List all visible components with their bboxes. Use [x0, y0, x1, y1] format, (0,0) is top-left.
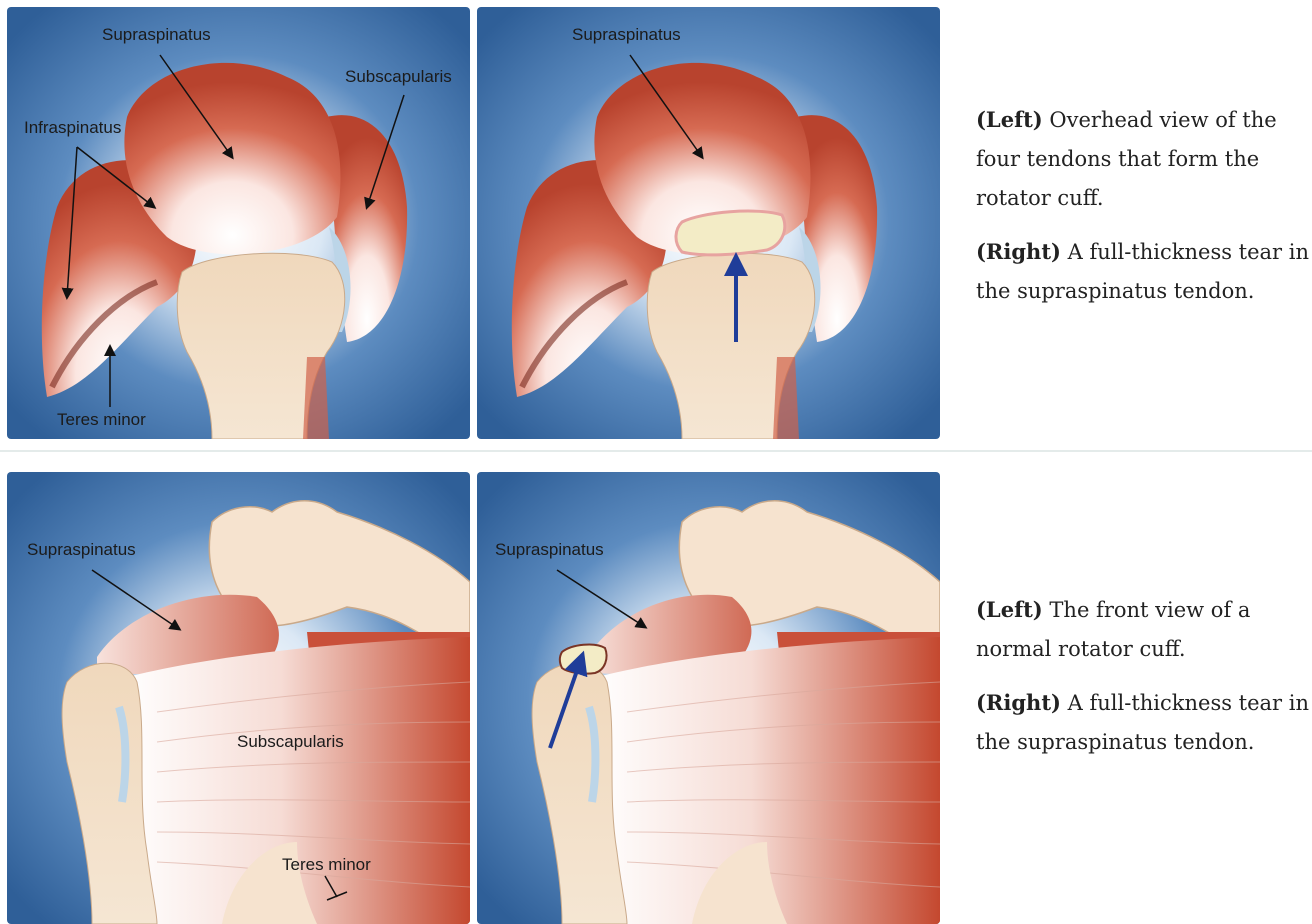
caption-right: (Right) A full-thickness tear in the sup… — [976, 690, 1310, 754]
label-teres-minor: Teres minor — [57, 410, 146, 429]
label-infraspinatus: Infraspinatus — [24, 118, 121, 137]
label-supraspinatus: Supraspinatus — [102, 25, 211, 44]
label-subscapularis: Subscapularis — [237, 732, 344, 751]
blue-arrow-icon — [548, 650, 588, 749]
front-normal-illustration: Supraspinatus Subscapularis Teres minor — [7, 472, 470, 924]
pointer-line — [556, 569, 648, 629]
label-supraspinatus: Supraspinatus — [495, 540, 604, 559]
caption-left: (Left) Overhead view of the four tendons… — [976, 107, 1277, 210]
label-teres-minor: Teres minor — [282, 855, 371, 874]
pointer-line — [324, 875, 338, 898]
pointer-line — [159, 54, 234, 160]
figure-overhead-view: Supraspinatus Subscapularis Infraspinatu… — [0, 0, 1312, 446]
caption-left: (Left) The front view of a normal rotato… — [976, 597, 1251, 661]
pointer-line — [364, 94, 405, 210]
section-divider — [0, 450, 1312, 452]
overhead-normal-illustration: Supraspinatus Subscapularis Infraspinatu… — [7, 7, 470, 439]
tear-region — [674, 209, 787, 257]
label-supraspinatus: Supraspinatus — [572, 25, 681, 44]
pointer-line — [91, 569, 182, 631]
figure-front-view: Supraspinatus Subscapularis Teres minor — [0, 462, 1312, 924]
caption-front: (Left) The front view of a normal rotato… — [976, 590, 1312, 776]
pointer-line — [61, 146, 78, 300]
pointer-line — [76, 146, 157, 209]
caption-overhead: (Left) Overhead view of the four tendons… — [976, 100, 1312, 325]
label-supraspinatus: Supraspinatus — [27, 540, 136, 559]
pointer-line — [326, 891, 348, 901]
overhead-tear-illustration: Supraspinatus — [477, 7, 940, 439]
front-tear-illustration: Supraspinatus — [477, 472, 940, 924]
caption-right: (Right) A full-thickness tear in the sup… — [976, 239, 1310, 303]
pointer-line — [629, 54, 704, 160]
tear-region — [558, 643, 608, 675]
label-subscapularis: Subscapularis — [345, 67, 452, 86]
